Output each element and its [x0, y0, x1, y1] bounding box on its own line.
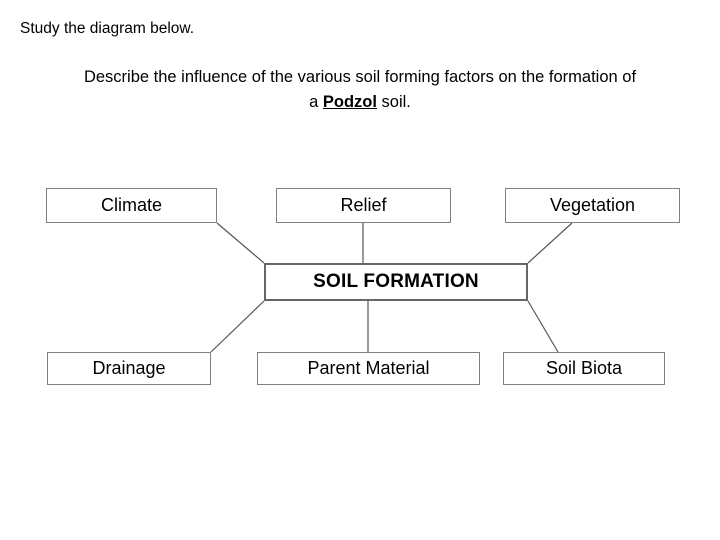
node-soil-biota-label: Soil Biota — [545, 358, 623, 378]
node-drainage: Drainage — [47, 352, 211, 385]
intro-text: Study the diagram below. — [20, 20, 195, 37]
node-drainage-label: Drainage — [92, 358, 166, 378]
question-line-2: a Podzol soil. — [14, 90, 706, 115]
connector-drainage — [210, 300, 265, 353]
node-parent-material: Parent Material — [257, 352, 480, 385]
podzol-emphasis: Podzol — [322, 93, 377, 111]
node-climate-label: Climate — [100, 195, 162, 215]
connector-climate — [216, 222, 265, 264]
node-relief-label: Relief — [340, 195, 387, 215]
question-line-1: Describe the influence of the various so… — [83, 68, 637, 86]
question-text: Describe the influence of the various so… — [14, 65, 706, 115]
connector-soil-biota — [527, 300, 559, 353]
connector-vegetation — [527, 222, 573, 264]
node-soil-formation: SOIL FORMATION — [264, 263, 528, 301]
node-vegetation: Vegetation — [505, 188, 680, 223]
node-soil-formation-label: SOIL FORMATION — [313, 271, 479, 292]
node-climate: Climate — [46, 188, 217, 223]
question-line-2-prefix: a — [309, 93, 323, 111]
node-soil-biota: Soil Biota — [503, 352, 665, 385]
node-vegetation-label: Vegetation — [549, 195, 636, 215]
node-parent-material-label: Parent Material — [307, 358, 430, 378]
question-line-2-suffix: soil. — [376, 93, 411, 111]
node-relief: Relief — [276, 188, 451, 223]
